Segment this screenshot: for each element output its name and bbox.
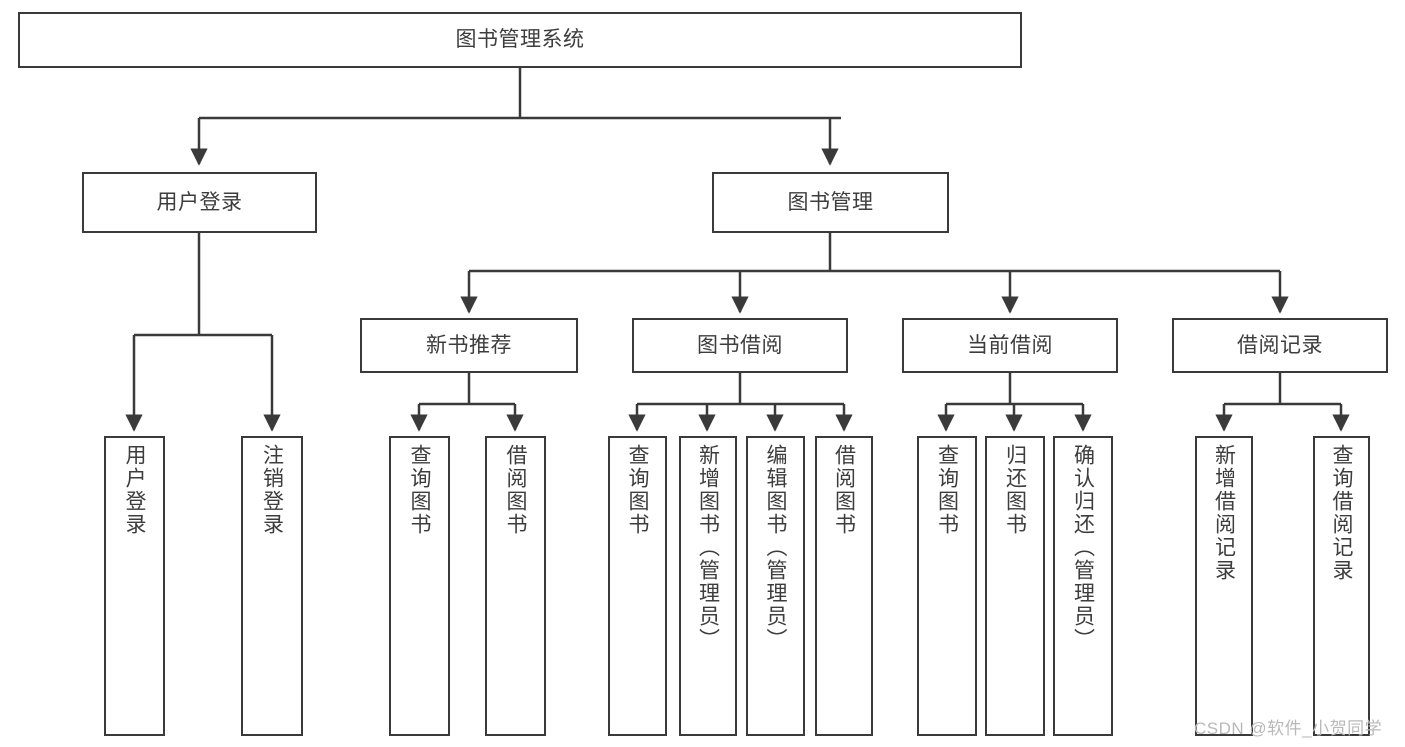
leaf-book-borrow-borrow-book[interactable]: 借阅图书	[815, 436, 873, 736]
node-current-borrow[interactable]: 当前借阅	[902, 318, 1118, 373]
node-label: 当前借阅	[967, 333, 1053, 357]
node-label: 查询图书	[626, 444, 649, 536]
leaf-new-books-borrow-book[interactable]: 借阅图书	[485, 436, 546, 736]
leaf-book-borrow-query-book[interactable]: 查询图书	[608, 436, 667, 736]
node-new-book-recommend[interactable]: 新书推荐	[360, 318, 578, 373]
csdn-watermark: CSDN @软件_小贺同学	[1194, 719, 1383, 738]
node-label: 图书管理系统	[455, 28, 585, 52]
node-user-login[interactable]: 用户登录	[82, 172, 317, 233]
leaf-logout[interactable]: 注销登录	[241, 436, 303, 736]
node-book-management[interactable]: 图书管理	[712, 172, 949, 233]
node-label: 用户登录	[123, 444, 146, 536]
node-borrow-records[interactable]: 借阅记录	[1172, 318, 1388, 373]
node-root-book-management-system[interactable]: 图书管理系统	[18, 12, 1022, 68]
node-label: 新增图书（管理员）	[696, 444, 720, 651]
node-label: 图书借阅	[697, 333, 783, 357]
node-label: 图书管理	[787, 190, 874, 214]
leaf-current-borrow-return-book[interactable]: 归还图书	[985, 436, 1045, 736]
node-label: 借阅图书	[832, 444, 856, 536]
node-label: 新书推荐	[426, 333, 512, 357]
leaf-user-login[interactable]: 用户登录	[104, 436, 165, 736]
node-label: 查询图书	[935, 444, 959, 536]
node-label: 确认归还（管理员）	[1071, 444, 1095, 651]
node-label: 查询图书	[408, 444, 431, 536]
node-label: 借阅记录	[1237, 333, 1323, 357]
node-label: 借阅图书	[504, 444, 527, 536]
leaf-current-borrow-confirm-return-admin[interactable]: 确认归还（管理员）	[1053, 436, 1113, 736]
node-label: 归还图书	[1003, 444, 1027, 536]
leaf-book-borrow-edit-book-admin[interactable]: 编辑图书（管理员）	[746, 436, 805, 736]
node-label: 编辑图书（管理员）	[764, 444, 787, 651]
leaf-book-borrow-add-book-admin[interactable]: 新增图书（管理员）	[679, 436, 737, 736]
leaf-current-borrow-query-book[interactable]: 查询图书	[917, 436, 977, 736]
leaf-new-books-query-book[interactable]: 查询图书	[389, 436, 450, 736]
node-label: 注销登录	[260, 444, 284, 536]
node-book-borrow[interactable]: 图书借阅	[632, 318, 848, 373]
leaf-query-borrow-record[interactable]: 查询借阅记录	[1313, 436, 1370, 736]
node-label: 用户登录	[156, 190, 243, 214]
node-label: 查询借阅记录	[1330, 444, 1353, 582]
leaf-add-borrow-record[interactable]: 新增借阅记录	[1195, 436, 1253, 736]
node-label: 新增借阅记录	[1212, 444, 1236, 582]
